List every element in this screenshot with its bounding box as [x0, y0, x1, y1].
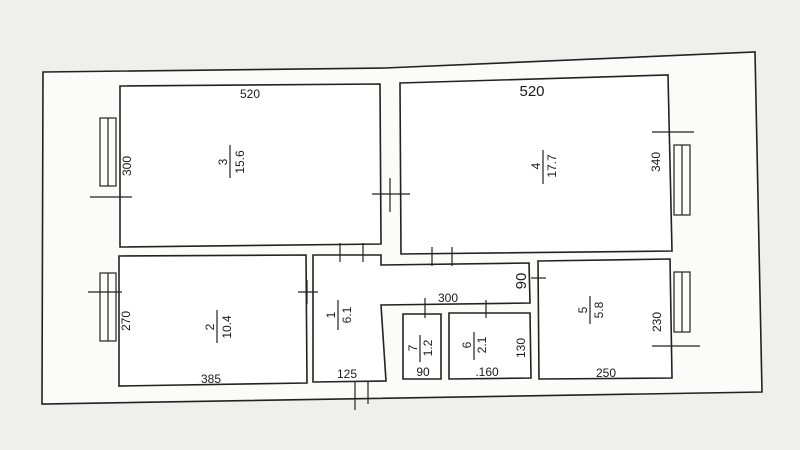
room-4-area: 17.7	[545, 154, 559, 178]
room-1-area: 6.1	[340, 306, 354, 323]
room-2	[118, 254, 308, 387]
room-6-height-dim: 130	[514, 338, 528, 358]
room-5-width-dim: 250	[596, 366, 616, 380]
room-7-area: 1.2	[421, 339, 435, 356]
room-4-width-dim: 520	[519, 83, 544, 100]
room-7-number: 7	[406, 344, 420, 351]
room-5	[537, 258, 673, 380]
room-1-number: 1	[324, 311, 338, 318]
window-left-upper	[90, 117, 132, 198]
room-3-area: 15.6	[233, 150, 247, 174]
room-3	[119, 83, 382, 248]
room-4-number: 4	[529, 162, 543, 169]
room-6-width-dim: .160	[475, 365, 499, 379]
room-5-area: 5.8	[592, 301, 606, 318]
room-5-number: 5	[576, 306, 590, 313]
room-1	[312, 254, 531, 383]
room-6-number: 6	[460, 341, 474, 348]
room-7	[402, 313, 442, 380]
room-6	[448, 312, 532, 380]
room-4	[399, 74, 673, 255]
room-2-width-dim: 385	[201, 372, 221, 386]
room-3-number: 3	[216, 158, 230, 165]
room-3-height-dim: 300	[120, 156, 134, 176]
room-2-height-dim: 270	[119, 311, 133, 331]
window-right-upper	[652, 131, 694, 216]
room-1-corridor-dim: 300	[438, 291, 458, 305]
door-ticks	[298, 178, 546, 410]
room-2-number: 2	[203, 323, 217, 330]
room-3-width-dim: 520	[240, 87, 260, 101]
room-1-width-dim: 125	[337, 367, 357, 381]
room-5-height-dim: 230	[650, 312, 664, 332]
room-4-height-dim: 340	[649, 152, 663, 172]
room-2-area: 10.4	[220, 315, 234, 339]
room-7-width-dim: 90	[416, 365, 430, 379]
window-right-lower	[652, 271, 700, 347]
corridor-gap-dim: 90	[513, 273, 530, 290]
room-6-area: 2.1	[475, 336, 489, 353]
window-left-lower	[88, 272, 122, 342]
